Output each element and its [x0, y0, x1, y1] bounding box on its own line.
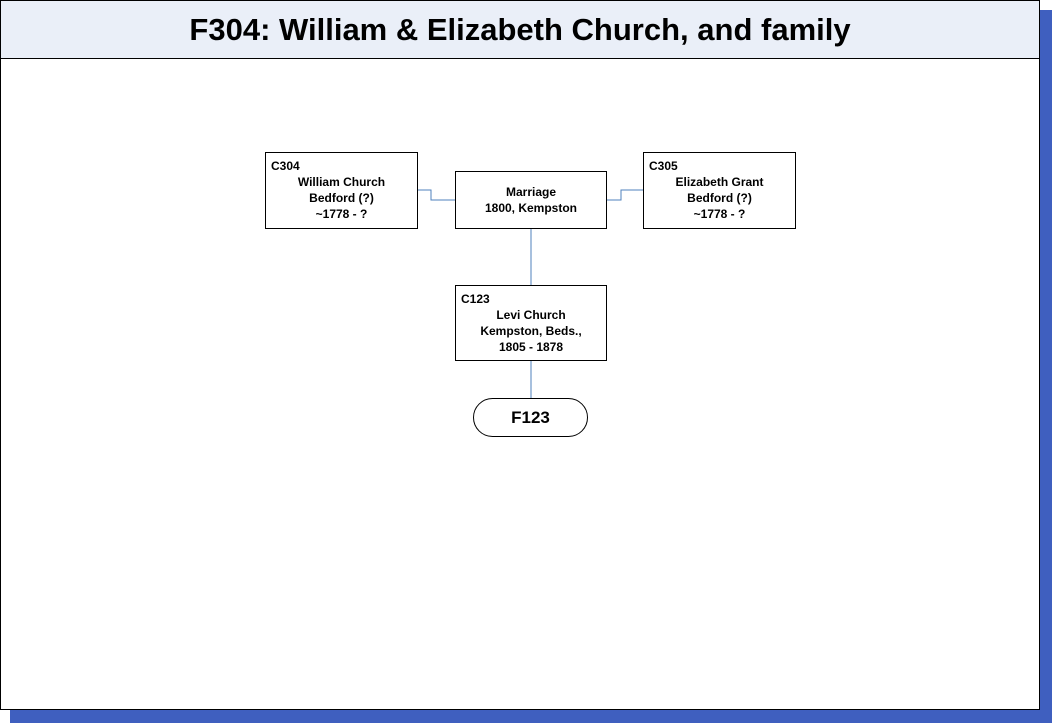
marriage-box[interactable]: Marriage 1800, Kempston [455, 171, 607, 229]
page-title: F304: William & Elizabeth Church, and fa… [189, 11, 851, 47]
child-name: Levi Church [496, 308, 566, 322]
child-family-label: F123 [511, 407, 550, 427]
mother-dates: ~1778 - ? [693, 207, 746, 221]
mother-place: Bedford (?) [687, 191, 752, 205]
child-code: C123 [461, 292, 490, 306]
mother-code: C305 [649, 159, 678, 173]
father-marriage-connector [418, 189, 455, 201]
marriage-label: Marriage [505, 185, 557, 199]
connector-lines [418, 189, 643, 398]
mother-name: Elizabeth Grant [675, 175, 764, 189]
father-place: Bedford (?) [309, 191, 374, 205]
mother-marriage-connector [607, 189, 643, 201]
marriage-detail: 1800, Kempston [484, 201, 578, 215]
child-dates: 1805 - 1878 [498, 340, 564, 354]
title-bar: F304: William & Elizabeth Church, and fa… [1, 1, 1039, 59]
father-code: C304 [271, 159, 300, 173]
diagram-page: F304: William & Elizabeth Church, and fa… [0, 0, 1040, 710]
father-box[interactable]: C304 William Church Bedford (?) ~1778 - … [265, 152, 418, 229]
mother-box[interactable]: C305 Elizabeth Grant Bedford (?) ~1778 -… [643, 152, 796, 229]
child-box[interactable]: C123 Levi Church Kempston, Beds., 1805 -… [455, 285, 607, 361]
child-family-link[interactable]: F123 [473, 398, 588, 437]
father-dates: ~1778 - ? [315, 207, 368, 221]
father-name: William Church [297, 175, 386, 189]
child-place: Kempston, Beds., [480, 324, 582, 338]
